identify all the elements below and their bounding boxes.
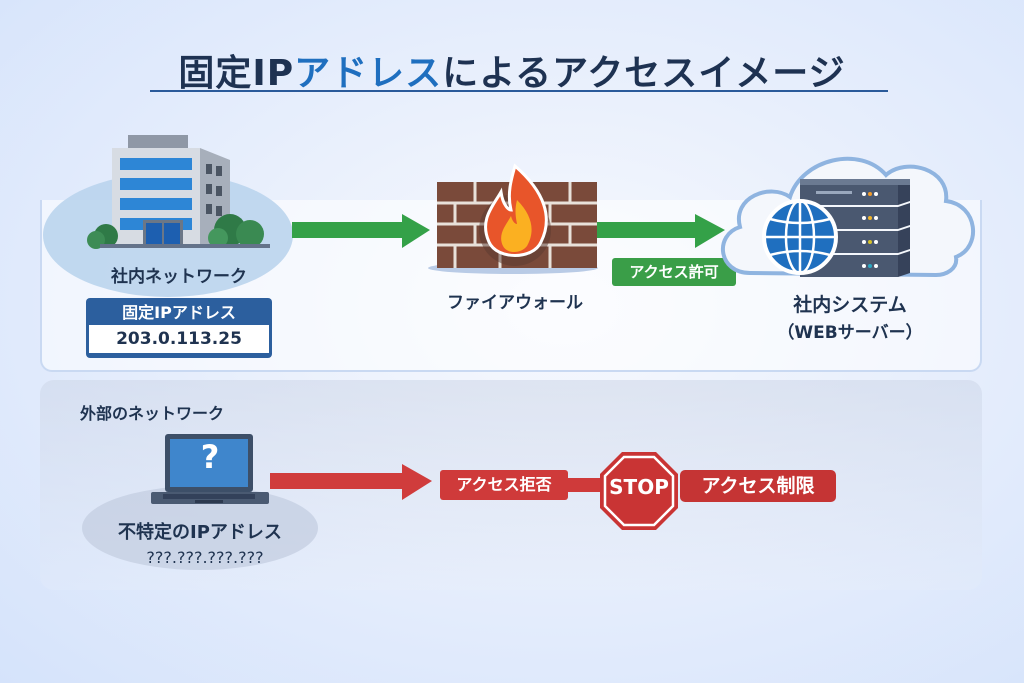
title-prefix: 固定IP xyxy=(178,53,295,94)
unspecified-ip-label: 不特定のIPアドレス xyxy=(118,522,282,543)
firewall-icon xyxy=(428,163,598,274)
laptop-icon xyxy=(151,434,269,504)
access-denied-tag: アクセス拒否 xyxy=(440,470,568,500)
internal-system-label: 社内システム xyxy=(793,294,907,316)
arrow-to-firewall xyxy=(292,214,430,248)
laptop-question-mark: ? xyxy=(200,438,220,476)
cloud-server-icon xyxy=(721,156,976,278)
firewall-label: ファイアウォール xyxy=(447,293,583,313)
unspecified-ip-value: ???.???.???.??? xyxy=(146,548,264,567)
building-icon xyxy=(43,135,293,297)
fixed-ip-box: 固定IPアドレス 203.0.113.25 xyxy=(86,298,272,358)
stop-sign-text: STOP xyxy=(609,475,669,499)
external-ellipse xyxy=(82,486,318,570)
title-accent: アドレス xyxy=(294,53,443,94)
access-allowed-tag: アクセス許可 xyxy=(612,258,736,286)
stop-sign-icon xyxy=(600,452,678,530)
internal-system-sublabel: （WEBサーバー） xyxy=(777,323,923,343)
fixed-ip-value: 203.0.113.25 xyxy=(89,325,269,353)
denied-connector-bar xyxy=(566,478,606,492)
title-suffix: によるアクセスイメージ xyxy=(442,53,846,94)
arrow-denied xyxy=(270,464,432,500)
internal-network-label: 社内ネットワーク xyxy=(111,267,247,287)
arrow-to-server xyxy=(595,214,725,248)
diagram-title: 固定IPアドレスによるアクセスイメージ xyxy=(0,44,1024,96)
fixed-ip-label: 固定IPアドレス xyxy=(122,303,236,322)
access-restricted-tag: アクセス制限 xyxy=(680,470,836,502)
external-network-label: 外部のネットワーク xyxy=(80,404,225,423)
title-underline xyxy=(150,90,888,92)
